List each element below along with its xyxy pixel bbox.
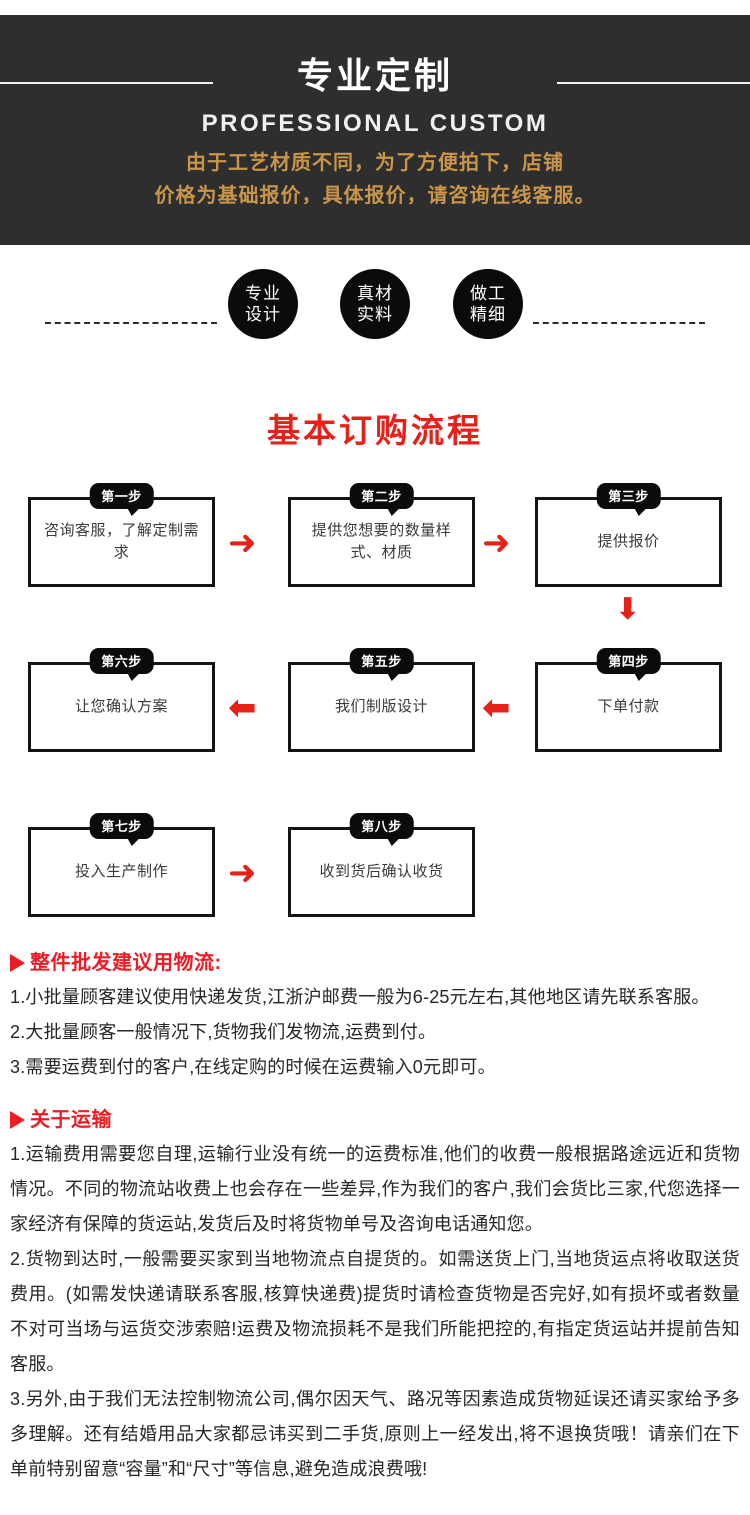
arrow-right-icon-2: ➜ [482,524,511,562]
badge-circle-craft: 做工 精细 [453,269,523,339]
transport-item-2: 2.货物到达时,一般需要买家到当地物流点自提货的。如需送货上门,当地货运点将收取… [10,1249,740,1374]
flow-step-2: 第二步 提供您想要的数量样式、材质 [288,483,475,587]
flow-step-6-text: 让您确认方案 [74,698,168,715]
flow-step-5: 第五步 我们制版设计 [288,648,475,752]
banner-rule-right [557,82,750,84]
banner-title: 专业定制 [296,55,453,96]
badge-line-1: 专业 [245,284,281,303]
logistics-heading-text: 整件批发建议用物流: [30,952,222,974]
flow-step-8: 第八步 收到货后确认收货 [288,813,475,917]
step-badge-8: 第八步 [349,813,414,846]
badge-dash-left [45,322,217,324]
banner-rule-left [0,82,213,84]
arrow-left-icon-2: ⬅ [228,689,257,727]
arrow-left-icon-1: ⬅ [482,689,511,727]
badge-line-2: 实料 [357,305,393,324]
banner-note-line-2: 价格为基础报价，具体报价，请咨询在线客服。 [154,185,596,207]
flow-step-8-text: 收到货后确认收货 [319,863,444,880]
step-badge-7: 第七步 [89,813,154,846]
step-badge-1: 第一步 [89,483,154,516]
step-badge-3: 第三步 [596,483,661,516]
logistics-item-1: 1.小批量顾客建议使用快递发货,江浙沪邮费一般为6-25元左右,其他地区请先联系… [10,987,710,1007]
transport-section: 关于运输 1.运输费用需要您自理,运输行业没有统一的运费标准,他们的收费一般根据… [0,1103,750,1499]
triangle-bullet-icon [10,954,25,972]
flow-step-4: 第四步 下单付款 [535,648,722,752]
transport-heading: 关于运输 [10,1103,740,1137]
order-flow-chart: 第一步 咨询客服，了解定制需求 ➜ 第二步 提供您想要的数量样式、材质 ➜ 第三… [0,470,750,940]
logistics-heading: 整件批发建议用物流: [10,946,740,980]
header-banner-wrapper: 专业定制 PROFESSIONAL CUSTOM 由于工艺材质不同，为了方便拍下… [0,0,750,262]
flow-step-1: 第一步 咨询客服，了解定制需求 [28,483,215,587]
flow-step-1-text: 咨询客服，了解定制需求 [43,522,199,561]
arrow-right-icon-1: ➜ [228,524,257,562]
logistics-section: 整件批发建议用物流: 1.小批量顾客建议使用快递发货,江浙沪邮费一般为6-25元… [0,946,750,1097]
flow-step-3-text: 提供报价 [597,533,660,550]
badge-dash-right [533,322,705,324]
flow-step-6: 第六步 让您确认方案 [28,648,215,752]
flow-step-5-text: 我们制版设计 [334,698,428,715]
badge-circle-design: 专业 设计 [228,269,298,339]
banner-note: 由于工艺材质不同，为了方便拍下，店铺 价格为基础报价，具体报价，请咨询在线客服。 [0,147,750,213]
banner-subtitle: PROFESSIONAL CUSTOM [201,110,549,137]
transport-item-3: 3.另外,由于我们无法控制物流公司,偶尔因天气、路况等因素造成货物延误还请买家给… [10,1389,740,1479]
badge-line-1: 真材 [357,284,393,303]
section-title-order-flow: 基本订购流程 [267,412,483,449]
step-badge-2: 第二步 [349,483,414,516]
transport-heading-text: 关于运输 [30,1109,112,1131]
flow-step-4-text: 下单付款 [597,698,660,715]
badge-line-1: 做工 [470,284,506,303]
feature-badges: 专业 设计 真材 实料 做工 精细 [0,262,750,382]
badge-line-2: 精细 [470,305,506,324]
logistics-item-2: 2.大批量顾客一般情况下,货物我们发物流,运费到付。 [10,1022,437,1042]
arrow-down-icon: ⬇ [615,593,641,626]
triangle-bullet-icon [10,1111,25,1129]
badge-circle-material: 真材 实料 [340,269,410,339]
arrow-right-icon-3: ➜ [228,854,257,892]
badge-line-2: 设计 [245,305,281,324]
transport-item-1: 1.运输费用需要您自理,运输行业没有统一的运费标准,他们的收费一般根据路途远近和… [10,1144,740,1234]
flow-step-7-text: 投入生产制作 [74,863,168,880]
flow-step-3: 第三步 提供报价 [535,483,722,587]
flow-step-2-text: 提供您想要的数量样式、材质 [311,522,452,561]
banner-note-line-1: 由于工艺材质不同，为了方便拍下，店铺 [186,152,564,174]
header-banner: 专业定制 PROFESSIONAL CUSTOM 由于工艺材质不同，为了方便拍下… [0,15,750,245]
logistics-item-3: 3.需要运费到付的客户,在线定购的时候在运费输入0元即可。 [10,1057,496,1077]
flow-step-7: 第七步 投入生产制作 [28,813,215,917]
step-badge-6: 第六步 [89,648,154,681]
step-badge-5: 第五步 [349,648,414,681]
step-badge-4: 第四步 [596,648,661,681]
wave-divider-icon [0,204,750,245]
